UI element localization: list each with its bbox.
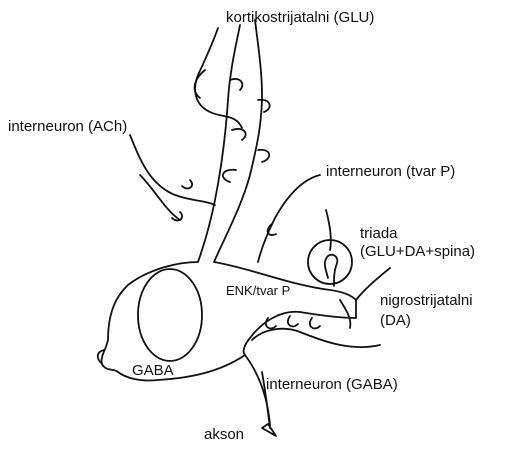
- gaba-interneuron-fiber: [252, 329, 380, 347]
- triad-spine: [325, 255, 337, 286]
- ach-fiber-branch: [140, 175, 180, 220]
- label-interneuron-ach: interneuron (ACh): [8, 118, 127, 135]
- label-interneuron-tvar-p: interneuron (tvar P): [326, 163, 455, 180]
- label-nigrostrijatalni-da: (DA): [380, 312, 411, 329]
- label-kortikostrijatalni: kortikostrijatalni (GLU): [226, 9, 374, 26]
- ach-synapse-1: [182, 180, 192, 188]
- da-fiber-varicosity: [340, 300, 350, 328]
- tvar-p-fiber: [258, 175, 320, 262]
- spine-5: [223, 170, 236, 182]
- spine-4: [258, 150, 269, 162]
- cell-body-outline-right: [214, 20, 356, 355]
- triad-fiber: [326, 210, 331, 250]
- spine-2: [258, 100, 270, 112]
- axon-arrowhead: [262, 424, 276, 436]
- label-akson: akson: [204, 426, 244, 443]
- spine-1: [230, 79, 242, 90]
- label-gaba: GABA: [132, 362, 174, 379]
- ach-fiber: [130, 135, 215, 205]
- nucleus: [138, 269, 202, 361]
- label-nigrostrijatalni: nigrostrijatalni: [380, 292, 473, 309]
- label-enk-tvar-p: ENK/tvar P: [226, 282, 290, 299]
- spine-3: [232, 129, 246, 140]
- label-triada: triada: [360, 225, 398, 242]
- ach-synapse-2: [172, 212, 182, 220]
- gaba-synapse-2: [288, 316, 298, 326]
- cell-body-outline: [102, 25, 270, 425]
- label-triada-detail: (GLU+DA+spina): [360, 243, 475, 260]
- gaba-synapse-3: [310, 318, 320, 328]
- label-interneuron-gaba: interneuron (GABA): [266, 376, 398, 393]
